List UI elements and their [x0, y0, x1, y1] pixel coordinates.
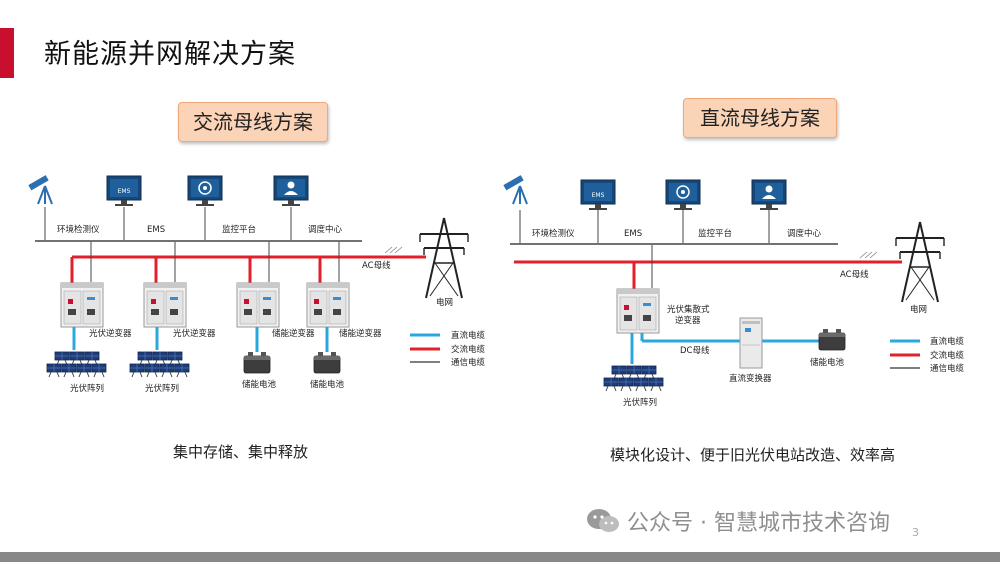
power-grid-tower-icon [419, 217, 469, 299]
ems-screen-text: EMS [118, 188, 131, 195]
ems-label-right: EMS [624, 229, 642, 239]
wechat-icon [587, 509, 619, 532]
inverter-label-3: 储能逆变器 [272, 328, 315, 339]
ac-bus-scheme: EMS 环境检测仪 EMS 监控平台 调度中心 AC母线 电网 [27, 174, 486, 394]
ac-bus-label-right: AC母线 [840, 269, 869, 280]
pv-array-1-icon [46, 351, 107, 378]
dc-bus-scheme-label: 直流母线方案 [683, 98, 837, 138]
inverter-label-line1: 光伏集散式 [667, 304, 710, 315]
dispatch-center-icon-right [751, 179, 787, 211]
dc-bus-label: DC母线 [680, 345, 710, 356]
source-label-4: 储能电池 [310, 379, 345, 390]
pv-array-label-right: 光伏阵列 [623, 397, 657, 408]
pv-array-icon-right [603, 365, 664, 392]
page-number: 3 [912, 526, 919, 539]
source-label-1: 光伏阵列 [70, 383, 104, 394]
pv-distributed-inverter-icon [616, 288, 660, 334]
legend-comm-right: 通信电缆 [930, 363, 965, 374]
ac-scheme-caption: 集中存储、集中释放 [173, 443, 309, 461]
env-monitor-label-right: 环境检测仪 [532, 228, 575, 239]
grid-label: 电网 [436, 297, 453, 308]
ems-label: EMS [147, 225, 165, 235]
legend-dc-left: 直流电缆 [451, 330, 486, 341]
monitoring-platform-icon-right [665, 179, 701, 211]
ems-screen-text-right: EMS [592, 192, 605, 199]
monitoring-platform-icon [187, 175, 223, 207]
grid-label-right: 电网 [910, 304, 927, 315]
source-label-3: 储能电池 [242, 379, 277, 390]
legend-ac-right: 交流电缆 [930, 350, 965, 361]
storage-inverter-1-icon [236, 282, 280, 328]
inverter-label-line2: 逆变器 [675, 315, 701, 326]
power-grid-tower-icon-right [895, 221, 945, 303]
ac-bus-scheme-label: 交流母线方案 [178, 102, 328, 142]
page-title: 新能源并网解决方案 [44, 39, 296, 70]
dispatch-center-label: 调度中心 [308, 224, 343, 235]
dispatch-center-label-right: 调度中心 [787, 228, 822, 239]
pv-inverter-2-icon [143, 282, 187, 328]
dispatch-center-icon [273, 175, 309, 207]
bottom-bar [0, 552, 1000, 562]
battery-icon-right [818, 328, 846, 351]
source-label-2: 光伏阵列 [145, 383, 179, 394]
environment-monitor-icon [27, 174, 53, 205]
legend-comm-left: 通信电缆 [451, 357, 486, 368]
dc-converter-label: 直流变换器 [729, 373, 772, 384]
legend-ac-left: 交流电缆 [451, 344, 486, 355]
legend-dc-right: 直流电缆 [930, 336, 965, 347]
dc-bus-scheme: EMS 环境检测仪 EMS 监控平台 调度中心 AC母线 电网 光伏集散式 逆变… [502, 174, 965, 408]
monitoring-platform-label: 监控平台 [222, 224, 256, 235]
monitoring-platform-label-right: 监控平台 [698, 228, 732, 239]
environment-monitor-icon-right [502, 174, 528, 205]
dc-converter-icon [739, 317, 763, 369]
battery-label-right: 储能电池 [810, 357, 845, 368]
title-accent-bar [0, 28, 14, 78]
env-monitor-label: 环境检测仪 [57, 224, 100, 235]
watermark: 公众号 · 智慧城市技术咨询 [585, 505, 890, 537]
pv-inverter-1-icon [60, 282, 104, 328]
inverter-label-4: 储能逆变器 [339, 328, 382, 339]
inverter-label-2: 光伏逆变器 [173, 328, 216, 339]
pv-array-2-icon [129, 351, 190, 378]
inverter-label-1: 光伏逆变器 [89, 328, 132, 339]
battery-2-icon [313, 351, 341, 374]
storage-inverter-2-icon [306, 282, 350, 328]
watermark-text: 公众号 · 智慧城市技术咨询 [627, 511, 890, 536]
dc-scheme-caption: 模块化设计、便于旧光伏电站改造、效率高 [610, 446, 896, 464]
ac-bus-label: AC母线 [362, 260, 391, 271]
battery-1-icon [243, 351, 271, 374]
